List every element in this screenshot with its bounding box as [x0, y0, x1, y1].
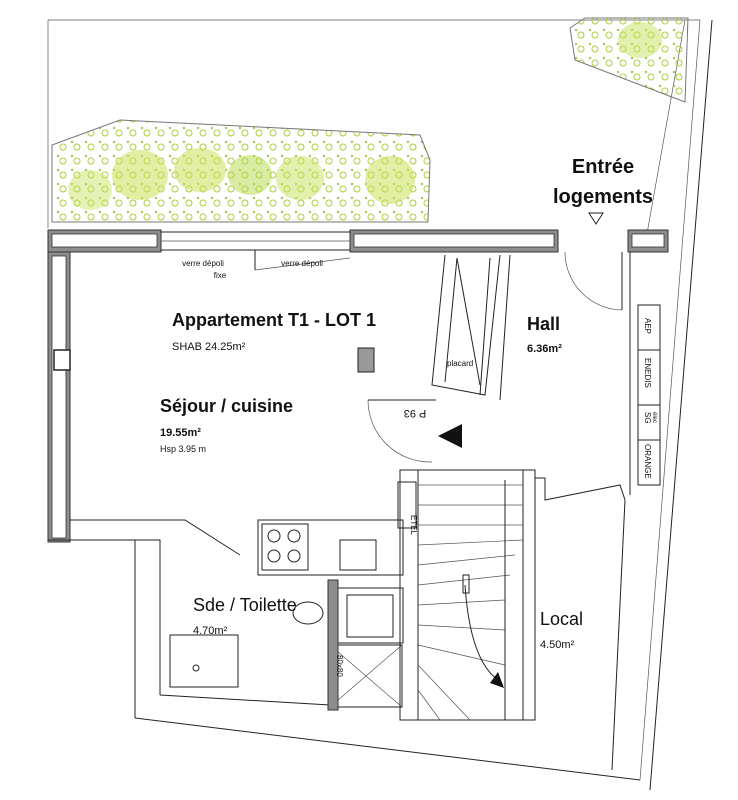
placard-label: placard	[447, 359, 473, 368]
entrance-label: Entrée	[572, 156, 634, 178]
planter-left	[51, 119, 431, 223]
local-area: 4.50m²	[540, 639, 575, 651]
meter-orange: ORANGE	[643, 444, 652, 479]
hall-area: 6.36m²	[527, 343, 562, 355]
exterior-wall-left	[47, 251, 71, 543]
living-area: 19.55m²	[160, 427, 201, 439]
entrance-triangle-icon	[588, 212, 604, 225]
exterior-wall-top	[47, 229, 669, 271]
shower-label: 80x80	[335, 655, 344, 677]
meter-enedis: ENEDIS	[643, 358, 652, 388]
living-hsp: Hsp 3.95 m	[160, 444, 206, 454]
hall-title: Hall	[527, 314, 560, 334]
glass-label-right: verre dépoli	[281, 259, 323, 268]
planter-right	[569, 17, 689, 103]
door-mark: P 93	[404, 407, 426, 419]
meter-sg-sub: élec	[651, 412, 657, 423]
glass-label-left: verre dépoli	[182, 259, 224, 268]
interior-walls	[48, 251, 661, 781]
local-title: Local	[540, 609, 583, 629]
meter-aep: AEP	[643, 318, 652, 334]
apartment-shab: SHAB 24.25m²	[172, 341, 246, 353]
bathroom-area: 4.70m²	[193, 625, 228, 637]
living-title: Séjour / cuisine	[160, 396, 293, 416]
entry-arrow-icon	[438, 424, 462, 448]
glass-label-left-2: fixe	[214, 271, 227, 280]
meter-sg: SG	[643, 412, 652, 424]
bathroom-title: Sde / Toilette	[193, 595, 297, 615]
apartment-title: Appartement T1 - LOT 1	[172, 310, 376, 330]
cupboard-label: ETEL	[409, 515, 418, 536]
entrance-label-2: logements	[553, 186, 653, 208]
meters-panel: AEP ENEDIS SG élec ORANGE	[638, 318, 660, 479]
